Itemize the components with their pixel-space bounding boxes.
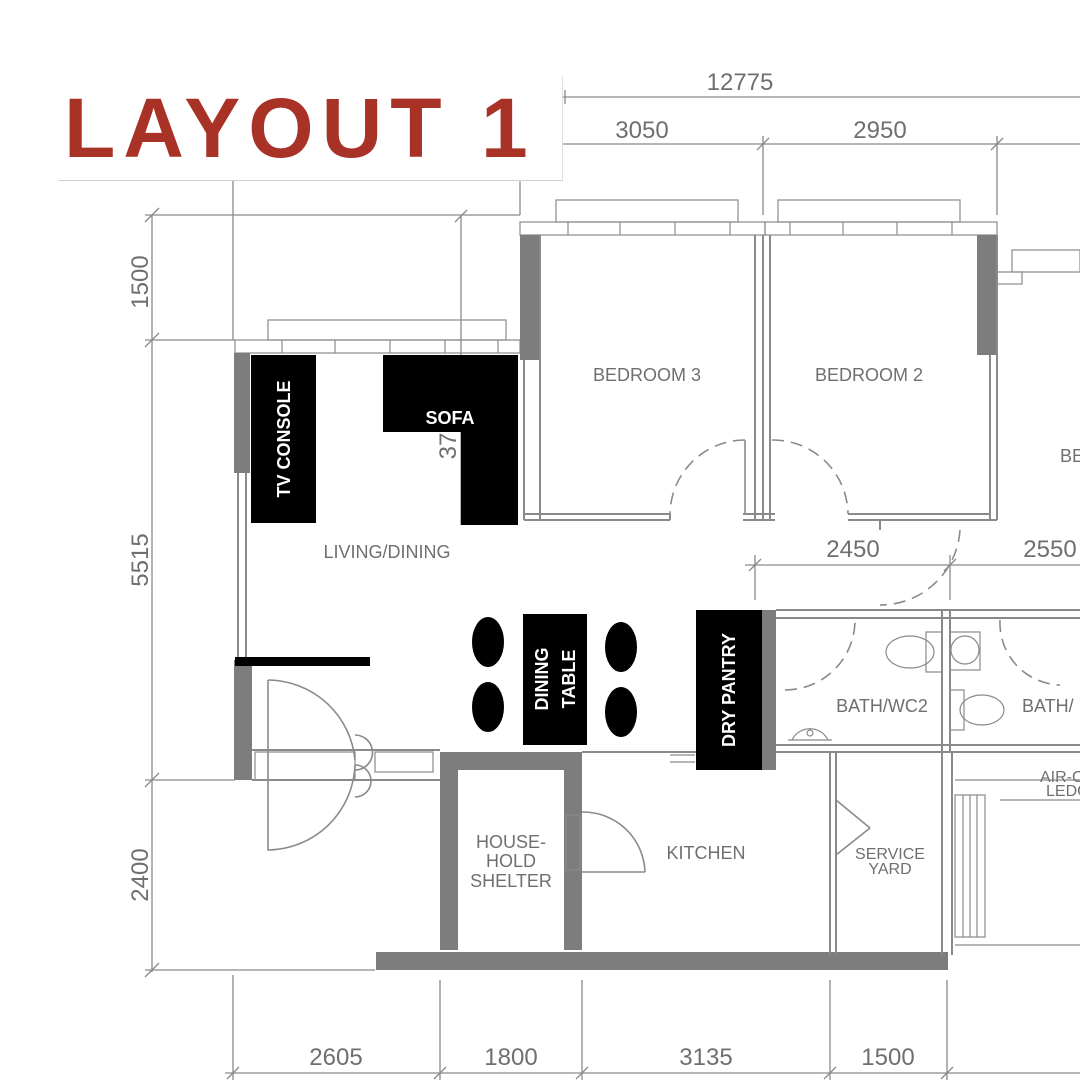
dining-chair	[472, 617, 504, 667]
dim-left-3: 2400	[127, 848, 154, 901]
dining-table	[523, 614, 587, 745]
room-bath-wc2: BATH/WC2	[836, 696, 928, 716]
sofa	[383, 355, 518, 525]
dining-chair	[605, 687, 637, 737]
dining-table-label-line-1: DINING	[532, 648, 552, 711]
dim-bottom-1: 2605	[309, 1044, 362, 1071]
dim-partial: 37	[435, 433, 462, 460]
room-service-yard-line-1: SERVICE	[855, 846, 925, 863]
walls	[234, 235, 1080, 970]
room-bedroom-3: BEDROOM 3	[593, 365, 701, 385]
furniture: TV CONSOLE SOFA DINING TABLE DRY PANTRY	[235, 355, 762, 770]
dining-table-label-line-2: TABLE	[559, 650, 579, 709]
room-household-shelter-line-1: HOUSE-	[476, 832, 546, 852]
dim-left-1: 1500	[127, 255, 154, 308]
room-bedroom-2: BEDROOM 2	[815, 365, 923, 385]
layout-title: LAYOUT 1	[64, 81, 536, 175]
dim-top-1: 3050	[615, 117, 668, 144]
room-household-shelter-line-2: HOLD	[486, 851, 536, 871]
dim-bottom-3: 3135	[679, 1044, 732, 1071]
room-service-yard-line-2: YARD	[868, 861, 911, 878]
dim-bottom-4: 1500	[861, 1044, 914, 1071]
room-kitchen: KITCHEN	[666, 843, 745, 863]
dining-chair	[605, 622, 637, 672]
tv-console	[251, 355, 316, 523]
bathroom-fixtures	[788, 631, 1005, 741]
room-bath-partial: BATH/	[1022, 696, 1074, 716]
room-living-dining: LIVING/DINING	[323, 542, 450, 562]
dim-mid-1: 2450	[826, 536, 879, 563]
dim-left-2: 5515	[127, 533, 154, 586]
dim-bottom-2: 1800	[484, 1044, 537, 1071]
dimension-lines	[144, 90, 1080, 1080]
room-household-shelter-line-3: SHELTER	[470, 871, 552, 891]
partition-bar	[235, 657, 370, 666]
room-aircon-ledge-line-1: AIR-C	[1040, 769, 1080, 786]
title-box: LAYOUT 1	[58, 76, 563, 181]
sofa-label: SOFA	[425, 408, 474, 428]
dry-pantry-label: DRY PANTRY	[719, 633, 739, 747]
dim-overall-width: 12775	[707, 69, 774, 96]
doors	[254, 439, 1061, 873]
dim-mid-2: 2550	[1023, 536, 1076, 563]
dining-chair	[472, 682, 504, 732]
dim-top-2: 2950	[853, 117, 906, 144]
windows	[234, 199, 1080, 354]
room-aircon-ledge-line-2: LEDG	[1046, 783, 1080, 800]
dry-pantry	[696, 610, 762, 770]
tv-console-label: TV CONSOLE	[274, 380, 294, 497]
room-bedroom-1-partial: BE	[1060, 446, 1080, 466]
